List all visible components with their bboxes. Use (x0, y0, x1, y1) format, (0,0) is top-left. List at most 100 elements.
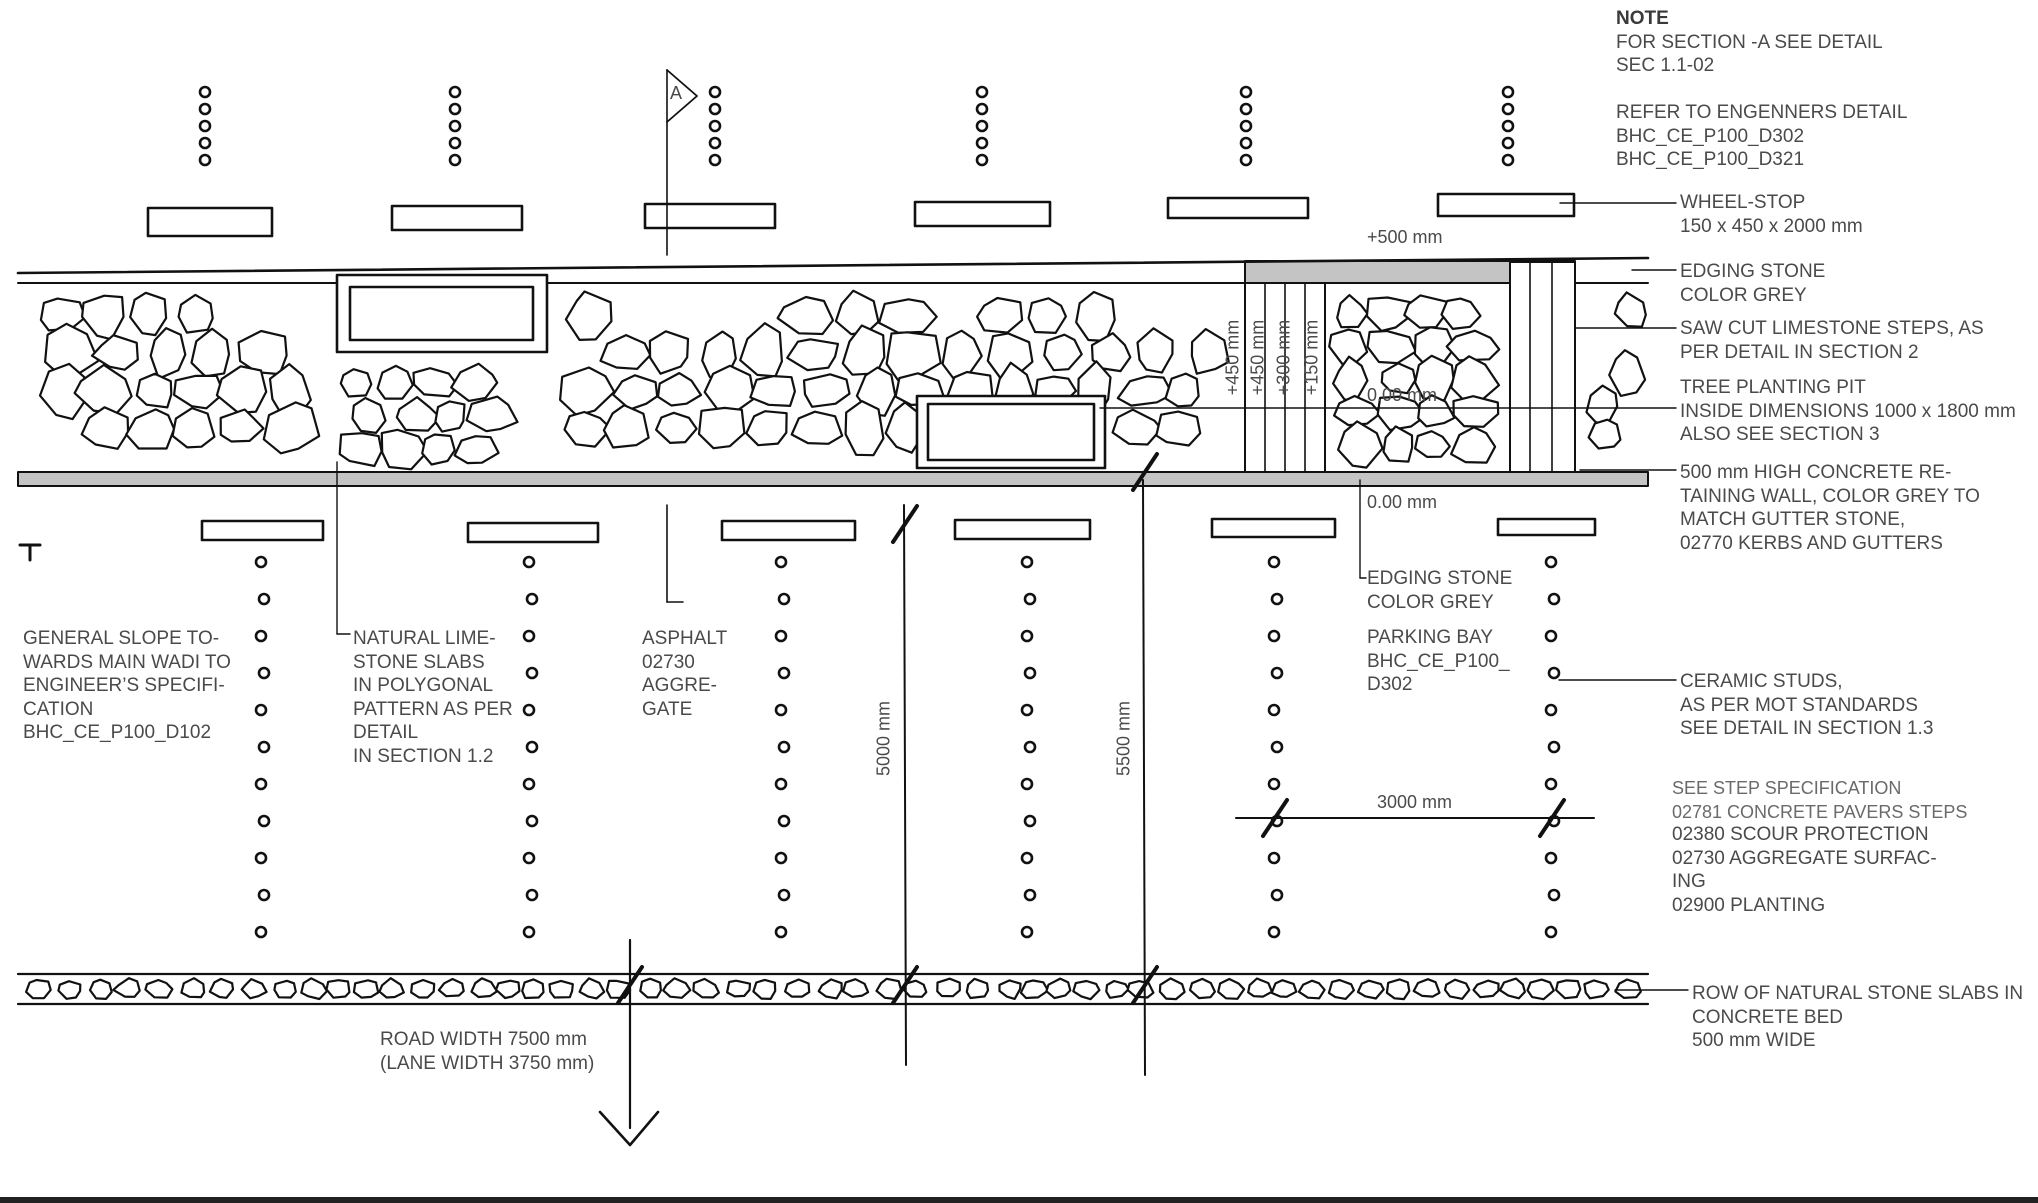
ceramic-stud (708, 136, 722, 150)
dimension-tick (891, 504, 919, 544)
ceramic-stud (522, 555, 536, 569)
stone-slab (1217, 977, 1246, 1000)
paving-stone (190, 327, 231, 378)
callout-line: GENERAL SLOPE TO- (23, 628, 220, 649)
stone-slab (1072, 979, 1101, 1001)
dimension-step-450-a: +450 mm (1222, 319, 1243, 396)
ceramic-stud (1544, 629, 1558, 643)
callout-line: CONCRETE BED (1692, 1006, 1843, 1028)
stone-slab (1270, 979, 1298, 998)
paving-stone (90, 334, 139, 371)
callout-line: 02770 KERBS AND GUTTERS (1680, 532, 1943, 554)
paving-stone (739, 322, 784, 378)
paving-stone (1376, 395, 1427, 432)
ceramic-stud (1239, 136, 1253, 150)
ceramic-stud (1501, 119, 1515, 133)
paving-stone (125, 408, 176, 450)
stone-slab (112, 977, 141, 998)
ceramic-stud (1020, 555, 1034, 569)
stone-slab (494, 979, 521, 1000)
note-heading: NOTE (1616, 8, 1669, 29)
retaining-wall-band (17, 471, 1649, 487)
paving-stone (877, 298, 938, 334)
ceramic-stud (1023, 666, 1037, 680)
callout-line: ROAD WIDTH 7500 mm (380, 1029, 587, 1050)
paving-stone (1136, 327, 1174, 374)
callout-edging-stone-bottom: EDGING STONE COLOR GREY (1367, 567, 1512, 614)
paving-stone (563, 410, 613, 448)
ceramic-stud (1023, 740, 1037, 754)
paving-stone (790, 410, 844, 445)
ceramic-stud (975, 119, 989, 133)
callout-line: ASPHALT (642, 628, 728, 649)
callout-line: BHC_CE_P100_ (1367, 650, 1510, 672)
callout-line: TAINING WALL, COLOR GREY TO (1680, 485, 1980, 507)
paving-stone (1440, 297, 1482, 330)
callout-retaining-wall: 500 mm HIGH CONCRETE RE- TAINING WALL, C… (1680, 461, 1980, 555)
stone-slab (378, 977, 405, 999)
paving-stone (1382, 425, 1414, 463)
paving-stone (1164, 372, 1200, 408)
ceramic-stud (448, 136, 462, 150)
ceramic-stud (777, 592, 791, 606)
callout-general-slope: GENERAL SLOPE TO- WARDS MAIN WADI TO ENG… (23, 627, 231, 745)
ceramic-stud (774, 925, 788, 939)
callout-line: INSIDE DIMENSIONS 1000 x 1800 mm (1680, 400, 2016, 422)
dimension-line-5500 (1142, 479, 1146, 1076)
stone-slab (1356, 979, 1385, 1000)
tree-pit-slab (915, 394, 1107, 470)
stone-slab (639, 977, 663, 999)
paving-stone (1445, 329, 1501, 362)
callout-line: SAW CUT LIMESTONE STEPS, AS (1680, 318, 1984, 339)
paving-stone (1111, 408, 1163, 446)
wheel-stop (913, 200, 1052, 228)
ceramic-stud (1544, 851, 1558, 865)
stone-slab (88, 978, 113, 1001)
stone-slab (936, 977, 961, 998)
paving-stone (351, 396, 387, 434)
callout-line: 500 mm HIGH CONCRETE RE- (1680, 462, 1952, 483)
paving-stone (412, 367, 459, 398)
paving-stone (338, 432, 383, 468)
paving-stone (558, 366, 616, 417)
tree-pit-inner (348, 285, 535, 342)
paving-stone (975, 296, 1024, 334)
callout-line: NATURAL LIME- (353, 628, 496, 649)
callout-line: EDGING STONE (1367, 568, 1513, 589)
paving-stone (648, 330, 690, 375)
ceramic-stud (257, 666, 271, 680)
callout-line: COLOR GREY (1367, 591, 1494, 613)
stone-slab (470, 977, 499, 999)
ceramic-stud (774, 777, 788, 791)
ceramic-stud (708, 85, 722, 99)
callout-line: SEE STEP SPECIFICATION (1672, 778, 1902, 798)
ceramic-stud (448, 102, 462, 116)
ceramic-stud (1267, 703, 1281, 717)
section-marker-flag (666, 69, 698, 123)
stone-slab (273, 979, 297, 999)
stone-slab (692, 977, 721, 999)
ceramic-stud (525, 592, 539, 606)
paving-stone (834, 289, 880, 336)
ceramic-stud (1270, 666, 1284, 680)
dimension-level-mid: 0.00 mm (1367, 385, 1438, 405)
paving-stone (177, 293, 214, 334)
callout-line: ENGINEER’S SPECIFI- (23, 675, 225, 696)
paving-stone (38, 362, 89, 421)
ceramic-stud (975, 136, 989, 150)
ceramic-stud (525, 888, 539, 902)
ceramic-stud (777, 888, 791, 902)
callout-line: CATION (23, 698, 94, 720)
ceramic-stud (254, 703, 268, 717)
ceramic-stud (774, 555, 788, 569)
ceramic-stud (1501, 136, 1515, 150)
stone-slab (180, 977, 206, 999)
ceramic-stud (448, 85, 462, 99)
wheel-stop (953, 518, 1092, 541)
paving-stone (1331, 355, 1369, 403)
stone-slab (783, 978, 811, 998)
note-line: FOR SECTION -A SEE DETAIL (1616, 31, 1883, 53)
saw-cut-steps (1509, 261, 1576, 473)
ceramic-stud (257, 888, 271, 902)
